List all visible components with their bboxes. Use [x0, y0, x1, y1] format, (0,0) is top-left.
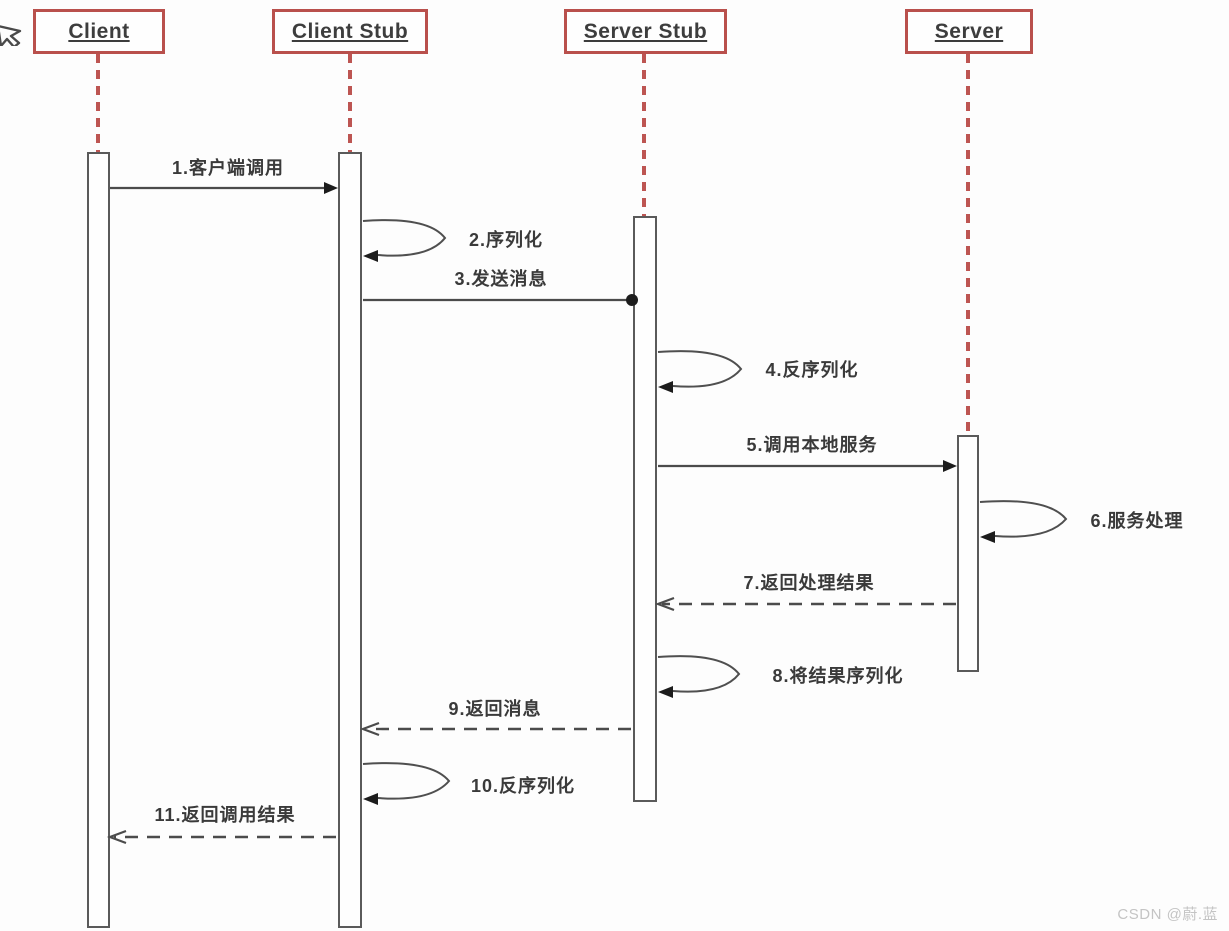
- activation-bar-client: [87, 152, 110, 928]
- message-9-label: 9.返回消息: [448, 699, 542, 719]
- message-11-arrow: [106, 829, 336, 845]
- message-6-self-loop: [979, 500, 1068, 543]
- activation-bar-server-stub: [633, 216, 657, 802]
- message-1-arrow: [110, 182, 338, 194]
- message-1-label: 1.客户端调用: [171, 158, 285, 178]
- message-8-self-loop: [657, 655, 741, 698]
- message-8-label: 8.将结果序列化: [772, 666, 904, 686]
- message-6-label: 6.服务处理: [1090, 511, 1184, 531]
- message-5-arrow: [658, 460, 957, 472]
- message-2-self-loop: [362, 219, 447, 262]
- watermark-text: CSDN @蔚.蓝: [1117, 906, 1218, 923]
- actor-box-client-stub: Client Stub: [272, 9, 428, 54]
- message-10-self-loop: [362, 762, 451, 805]
- actor-label-server-stub: Server Stub: [583, 19, 708, 43]
- message-4-self-loop: [657, 350, 743, 393]
- message-9-arrow: [359, 721, 631, 737]
- message-5-label: 5.调用本地服务: [746, 435, 878, 455]
- lifeline-client: [96, 54, 100, 153]
- actor-label-server: Server: [934, 19, 1004, 43]
- actor-box-server: Server: [905, 9, 1033, 54]
- lifeline-client-stub: [348, 54, 352, 153]
- actor-box-client: Client: [33, 9, 165, 54]
- message-10-label: 10.反序列化: [470, 776, 576, 796]
- message-3-arrow: [363, 294, 638, 306]
- mouse-cursor-icon: [0, 25, 22, 46]
- actor-box-server-stub: Server Stub: [564, 9, 727, 54]
- lifeline-server: [966, 54, 970, 435]
- message-4-label: 4.反序列化: [765, 360, 859, 380]
- message-11-label: 11.返回调用结果: [154, 805, 296, 825]
- activation-bar-client-stub: [338, 152, 362, 928]
- lifeline-server-stub: [642, 54, 646, 216]
- message-7-arrow: [654, 596, 956, 612]
- actor-label-client: Client: [68, 19, 130, 43]
- message-2-label: 2.序列化: [468, 230, 544, 250]
- message-7-label: 7.返回处理结果: [743, 573, 875, 593]
- actor-label-client-stub: Client Stub: [291, 19, 409, 43]
- activation-bar-server: [957, 435, 979, 672]
- message-3-label: 3.发送消息: [454, 269, 548, 289]
